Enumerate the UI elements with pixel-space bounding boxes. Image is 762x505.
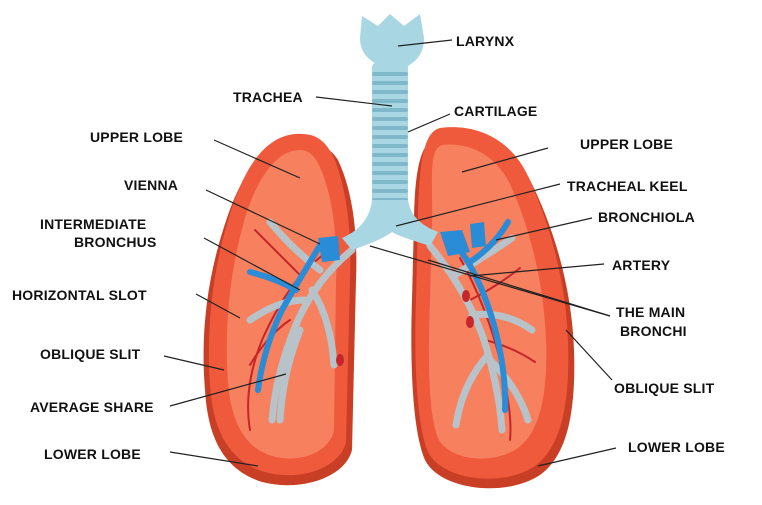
label-trachea: TRACHEA bbox=[233, 88, 303, 106]
label-main-bronchi-line2: BRONCHI bbox=[620, 322, 687, 340]
cartilage-ring bbox=[372, 171, 408, 175]
label-lower-lobe-right: LOWER LOBE bbox=[628, 438, 725, 456]
label-tracheal-keel: TRACHEAL KEEL bbox=[567, 177, 688, 195]
label-average-share: AVERAGE SHARE bbox=[30, 398, 154, 416]
cartilage-ring bbox=[372, 117, 408, 121]
cartilage-ring bbox=[372, 189, 408, 193]
cartilage-ring bbox=[372, 81, 408, 85]
cartilage-ring bbox=[372, 108, 408, 112]
cartilage-rings bbox=[372, 72, 408, 202]
label-intermediate-bronchus-line1: INTERMEDIATE bbox=[40, 215, 146, 233]
cartilage-ring bbox=[372, 180, 408, 184]
label-artery: ARTERY bbox=[612, 256, 670, 274]
cartilage-ring bbox=[372, 144, 408, 148]
label-bronchiola: BRONCHIOLA bbox=[598, 208, 695, 226]
label-intermediate-bronchus-line2: BRONCHUS bbox=[74, 233, 157, 251]
label-lower-lobe-left: LOWER LOBE bbox=[44, 445, 141, 463]
cartilage-ring bbox=[372, 99, 408, 103]
cartilage-ring bbox=[372, 126, 408, 130]
label-cartilage: CARTILAGE bbox=[454, 102, 537, 120]
label-larynx: LARYNX bbox=[456, 32, 514, 50]
cartilage-ring bbox=[372, 90, 408, 94]
larynx-shape bbox=[360, 14, 424, 66]
artery-dot bbox=[466, 316, 474, 328]
label-vienna: VIENNA bbox=[124, 176, 178, 194]
label-upper-lobe-right: UPPER LOBE bbox=[580, 135, 673, 153]
label-upper-lobe-left: UPPER LOBE bbox=[90, 128, 183, 146]
artery-dot bbox=[462, 290, 470, 302]
cartilage-ring bbox=[372, 135, 408, 139]
cartilage-ring bbox=[372, 153, 408, 157]
right-lung bbox=[411, 127, 574, 488]
label-main-bronchi-line1: THE MAIN bbox=[616, 303, 685, 321]
pulmonary-artery-right bbox=[470, 222, 486, 248]
label-horizontal-slot: HORIZONTAL SLOT bbox=[12, 286, 147, 304]
label-oblique-slit-left: OBLIQUE SLIT bbox=[40, 345, 140, 363]
label-oblique-slit-right: OBLIQUE SLIT bbox=[614, 379, 714, 397]
cartilage-ring bbox=[372, 72, 408, 76]
cartilage-ring bbox=[372, 162, 408, 166]
artery-dot bbox=[336, 354, 344, 366]
